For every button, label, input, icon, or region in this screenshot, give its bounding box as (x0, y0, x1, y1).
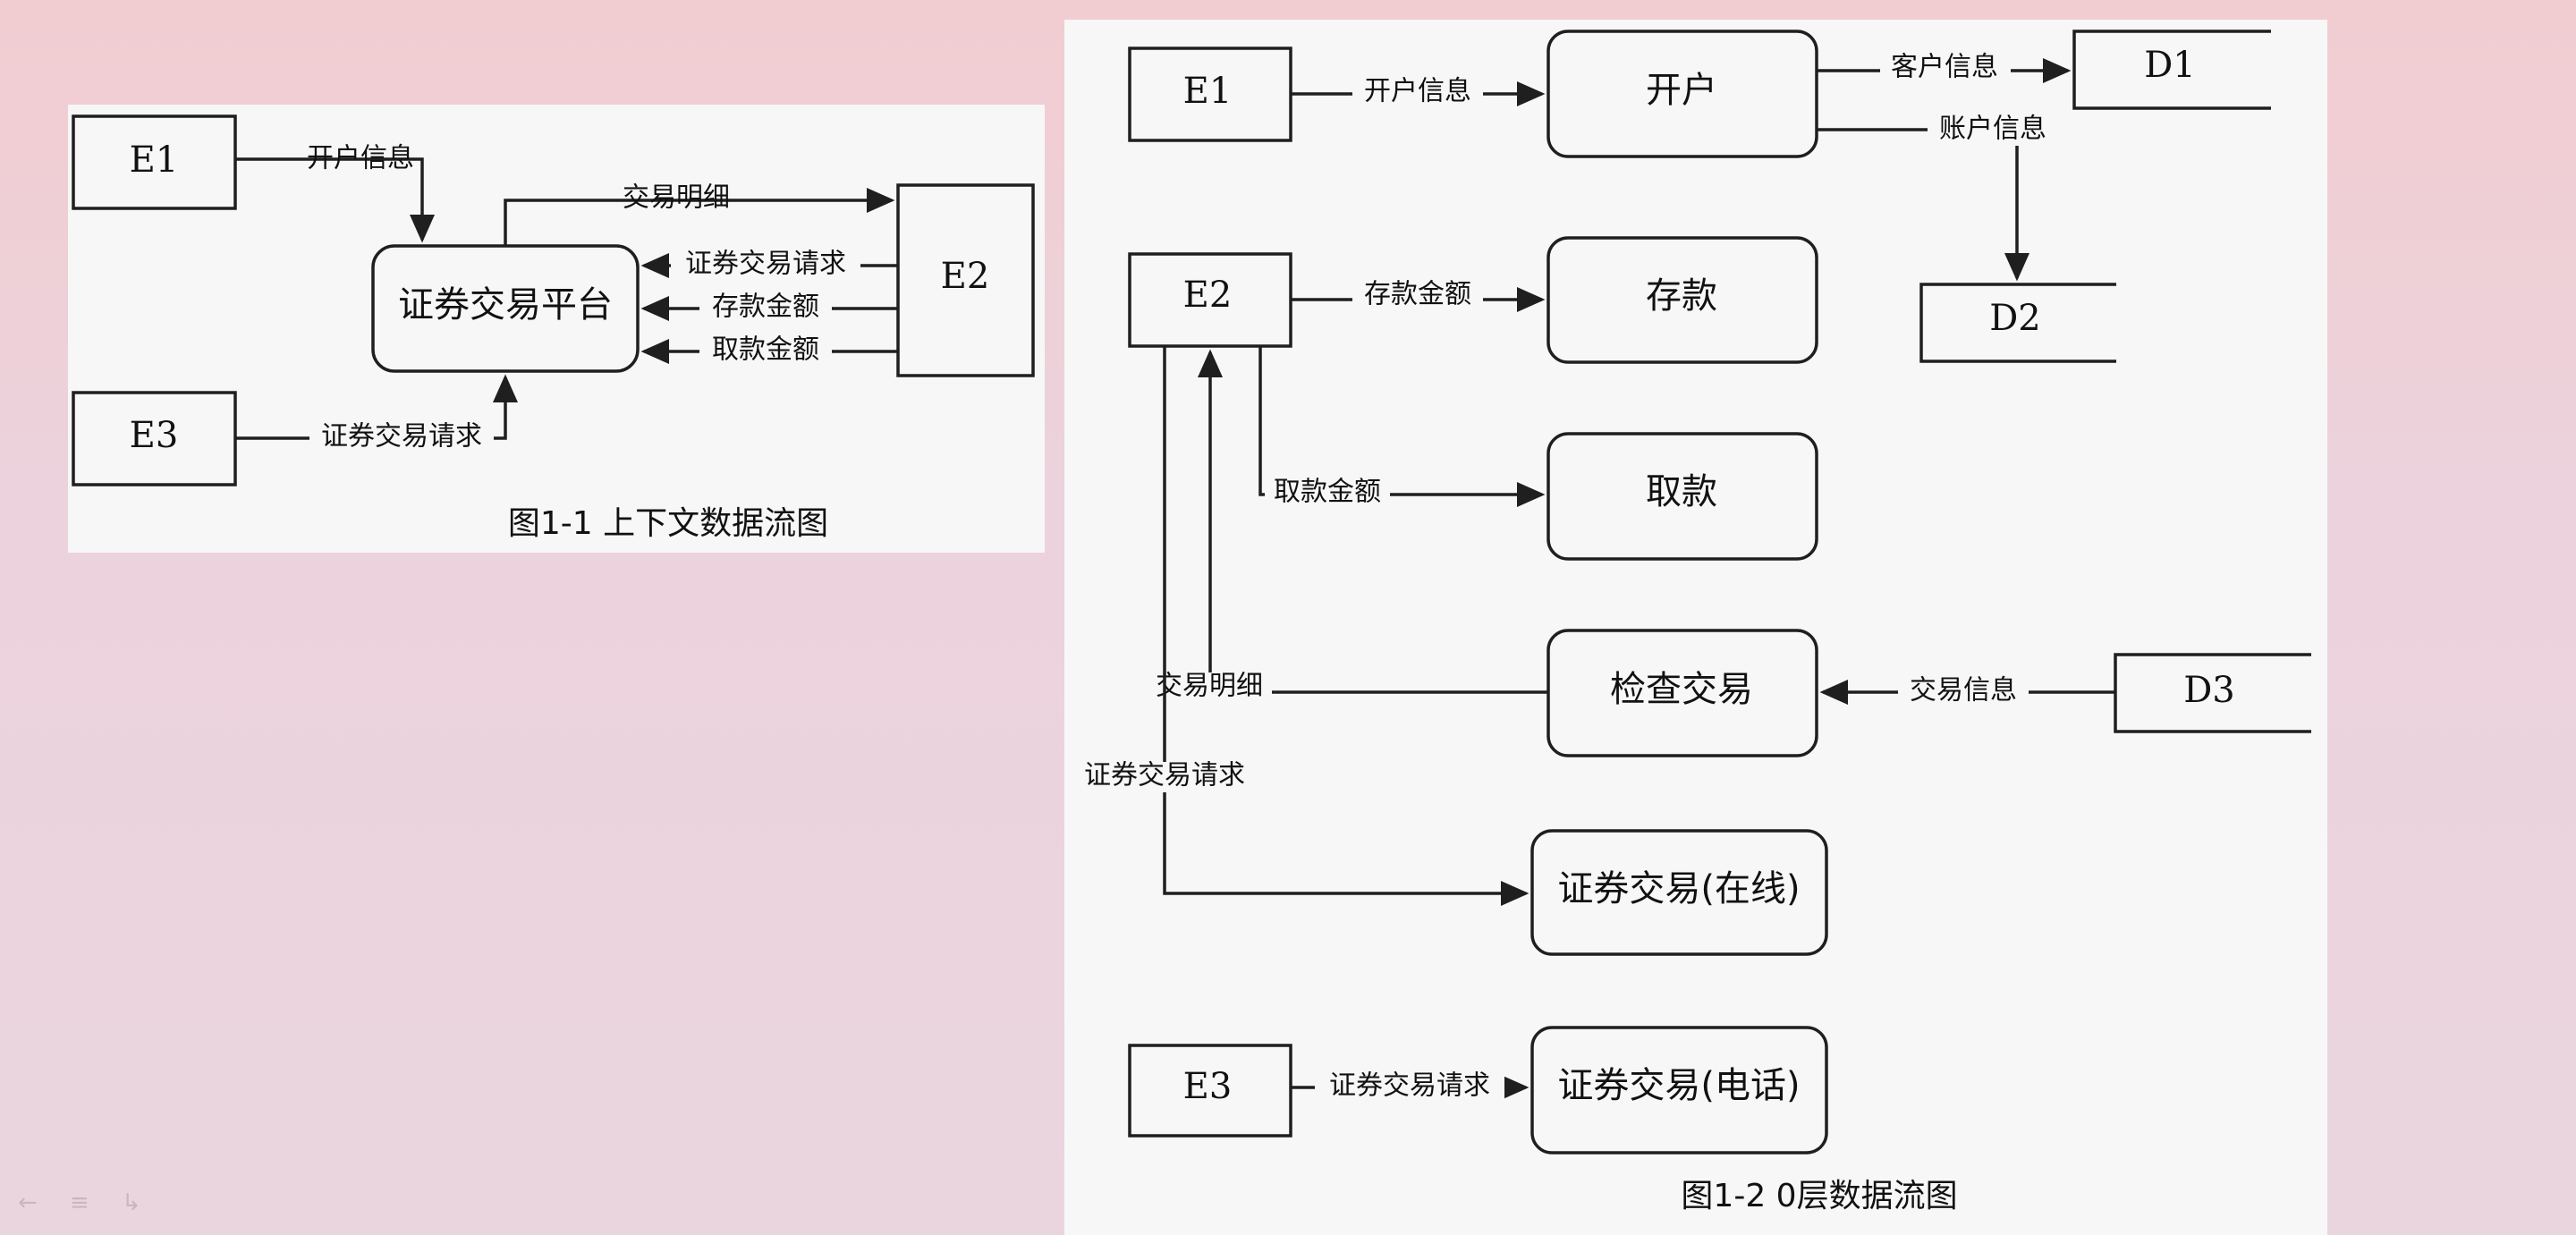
figure-1-2: E1 E2 E3 D1 D2 D3 开户 存款 (1070, 30, 2311, 1214)
fig2-process-phone: 证券交易(电话) (1530, 1026, 1828, 1155)
fig1-flow-withdraw-label: 取款金额 (712, 334, 819, 366)
fig2-flow-online-request (1163, 346, 1530, 906)
fig2-process-open: 开户 (1546, 30, 1818, 158)
fig2-store-d1-label: D1 (2144, 45, 2196, 86)
fig1-flow-deposit-label: 存款金额 (712, 292, 819, 323)
fig2-process-open-label: 开户 (1646, 70, 1717, 111)
slide-nav-icons[interactable]: ← ≡ ↳ (18, 1189, 154, 1216)
fig1-process-trading-platform: 证券交易平台 (371, 244, 640, 373)
fig2-store-d1: D1 (2072, 30, 2271, 110)
fig2-flow-phone-request-label: 证券交易请求 (1329, 1070, 1490, 1102)
fig2-entity-e3-label: E3 (1183, 1066, 1233, 1107)
fig2-flow-trade-detail-label: 交易明细 (1156, 671, 1263, 702)
fig2-process-online-label: 证券交易(在线) (1557, 868, 1800, 909)
level0-diagram-panel (1064, 20, 2327, 1235)
fig1-flow-e1-open (235, 157, 435, 243)
fig2-process-check-label: 检查交易 (1610, 669, 1753, 710)
fig1-caption: 图1-1 上下文数据流图 (508, 505, 828, 542)
fig1-entity-e2-label: E2 (941, 256, 990, 297)
fig2-flow-withdraw-amount-label: 取款金额 (1274, 477, 1381, 508)
fig2-store-d3-label: D3 (2183, 670, 2235, 711)
fig1-flow-detail-label: 交易明细 (623, 182, 730, 214)
fig2-entity-e3: E3 (1128, 1044, 1292, 1138)
fig2-process-online: 证券交易(在线) (1530, 829, 1828, 956)
fig2-flow-account-info-label: 账户信息 (1939, 114, 2046, 145)
fig1-entity-e1-label: E1 (130, 140, 179, 181)
fig2-flow-deposit-amount-label: 存款金额 (1364, 279, 1471, 310)
fig2-entity-e1-label: E1 (1183, 71, 1233, 112)
fig1-entity-e1: E1 (72, 114, 237, 210)
fig2-flow-customer-info-label: 客户信息 (1891, 52, 1998, 83)
fig2-caption: 图1-2 0层数据流图 (1681, 1178, 1957, 1214)
figure-1-1: E1 E3 E2 证券交易平台 开户信息 交易明细 证券交易请求 存款金额 (72, 114, 1035, 542)
fig2-entity-e2: E2 (1128, 252, 1292, 348)
fig2-store-d3: D3 (2114, 653, 2311, 733)
fig2-process-check: 检查交易 (1546, 629, 1818, 757)
fig2-flow-account-info (1817, 128, 2029, 282)
fig1-flow-request-e3-label: 证券交易请求 (321, 421, 482, 453)
fig1-flow-detail (504, 188, 895, 246)
fig1-flow-request-e2-label: 证券交易请求 (685, 249, 846, 280)
fig1-flow-e1-open-label: 开户信息 (307, 143, 414, 174)
fig2-flow-trade-info-label: 交易信息 (1910, 675, 2017, 706)
fig2-store-d2-label: D2 (1989, 298, 2041, 339)
fig2-process-deposit-label: 存款 (1646, 275, 1717, 317)
fig1-entity-e2: E2 (896, 183, 1035, 377)
fig1-process-label: 证券交易平台 (398, 284, 613, 326)
fig2-flow-withdraw-amount (1258, 346, 1546, 507)
fig2-process-withdraw-label: 取款 (1646, 471, 1717, 512)
fig2-flow-open-info-label: 开户信息 (1364, 76, 1471, 107)
fig2-entity-e2-label: E2 (1183, 275, 1233, 316)
fig2-flow-online-request-label: 证券交易请求 (1084, 760, 1245, 791)
fig2-process-withdraw: 取款 (1546, 432, 1818, 561)
fig2-process-deposit: 存款 (1546, 236, 1818, 364)
fig2-store-d2: D2 (1919, 283, 2116, 363)
fig1-entity-e3-label: E3 (130, 415, 179, 456)
fig2-entity-e1: E1 (1128, 47, 1292, 142)
context-diagram-panel (68, 105, 1045, 553)
fig2-process-phone-label: 证券交易(电话) (1557, 1065, 1800, 1106)
fig1-entity-e3: E3 (72, 391, 237, 486)
